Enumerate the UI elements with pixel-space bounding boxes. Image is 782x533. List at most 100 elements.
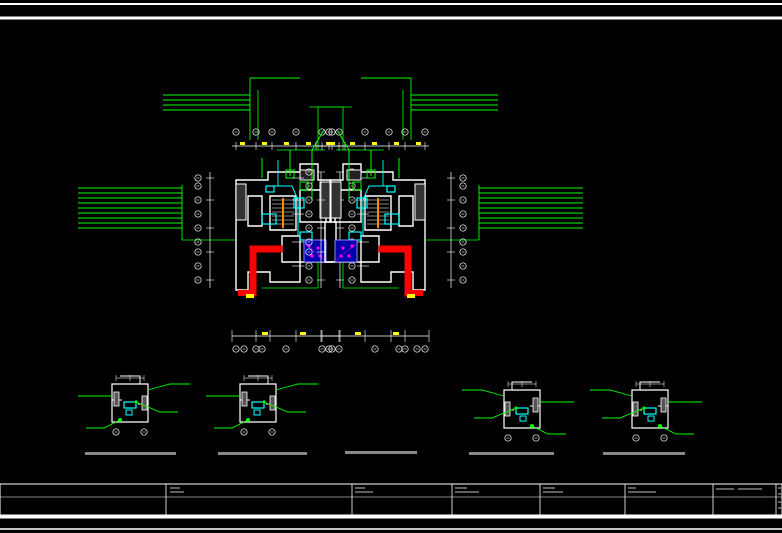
grid-bubble-left — [459, 262, 467, 270]
grid-bubble-top — [232, 128, 240, 136]
bathroom-fixture — [334, 239, 358, 263]
detail-fixture — [643, 407, 657, 415]
grid-bubble-left — [194, 196, 202, 204]
grid-bubble-left — [459, 174, 467, 182]
grid-bubble-right — [305, 168, 313, 176]
grid-bubble-bottom — [325, 345, 333, 353]
grid-bubble-top — [325, 128, 333, 136]
cold-water-fixture — [356, 197, 368, 209]
dimension-label — [330, 142, 335, 145]
detail-fixture — [519, 415, 527, 422]
grid-bubble-bottom — [413, 345, 421, 353]
detail-grid-bubble — [632, 434, 640, 442]
grid-bubble-left — [459, 276, 467, 284]
detail-wall-block — [632, 401, 639, 417]
detail-fixture — [125, 409, 133, 416]
detail-leader — [531, 425, 566, 435]
grid-bubble-right — [305, 224, 313, 232]
dimension-label — [306, 142, 311, 145]
wall-outline — [281, 235, 301, 263]
grid-bubble-right — [305, 238, 313, 246]
wall-block — [299, 169, 315, 181]
grid-bubble-left — [194, 238, 202, 246]
dimension-label — [300, 332, 306, 335]
grid-bubble-top — [401, 128, 409, 136]
grid-bubble-top — [385, 128, 393, 136]
detail-wall — [111, 383, 149, 423]
grid-bubble-top — [252, 128, 260, 136]
detail-leader — [602, 407, 645, 419]
device-point — [310, 254, 314, 258]
cold-water-pipe — [270, 185, 299, 236]
grid-bubble-bottom — [232, 345, 240, 353]
wall-block — [346, 169, 362, 181]
grid-bubble-right — [305, 182, 313, 190]
detail-grid-bubble — [112, 428, 120, 436]
grid-bubble-right — [348, 224, 356, 232]
detail-leader — [590, 389, 633, 397]
cold-water-fixture — [293, 197, 305, 209]
detail-wall-block — [660, 397, 667, 413]
detail-wall-block — [241, 391, 248, 407]
detail-leader — [214, 419, 249, 429]
grid-bubble-bottom — [258, 345, 266, 353]
detail-leader — [135, 401, 178, 413]
detail-wall-block — [141, 395, 148, 411]
detail-leader — [147, 383, 190, 391]
detail-grid-bubble — [504, 434, 512, 442]
dimension-label — [284, 142, 289, 145]
cold-water-pipe — [362, 185, 391, 236]
wall-outline — [269, 195, 297, 231]
detail-wall-block — [504, 401, 511, 417]
grid-bubble-top — [361, 128, 369, 136]
grid-bubble-left — [459, 210, 467, 218]
hot-water-pipe — [238, 290, 256, 296]
device-link — [304, 243, 326, 261]
riser-box — [352, 181, 362, 191]
detail-grid-bubble — [268, 428, 276, 436]
detail-view — [206, 375, 318, 436]
wall-outline — [247, 195, 263, 227]
grid-bubble-bottom — [282, 345, 290, 353]
dimension-label — [350, 142, 355, 145]
device-point — [316, 246, 320, 250]
riser-box — [285, 169, 295, 179]
cold-water-fixture — [384, 213, 400, 225]
detail-fixture — [123, 401, 137, 409]
grid-bubble-left — [194, 248, 202, 256]
detail-views — [78, 375, 702, 442]
plan-right-unit — [277, 77, 583, 353]
dimension-label — [240, 142, 245, 145]
detail-wall-block — [269, 395, 276, 411]
grid-bubble-bottom — [421, 345, 429, 353]
grid-bubble-top — [335, 128, 343, 136]
wall-block — [414, 183, 426, 221]
detail-fixture — [647, 415, 655, 422]
detail-view — [78, 375, 190, 436]
grid-bubble-left — [194, 210, 202, 218]
wall-outline — [398, 195, 414, 227]
grid-bubble-bottom — [395, 345, 403, 353]
grid-bubble-left — [194, 174, 202, 182]
riser-line — [336, 129, 400, 200]
grid-bubble-top — [421, 128, 429, 136]
detail-fixture — [253, 409, 261, 416]
dimension-label — [394, 142, 399, 145]
device-point — [341, 246, 345, 250]
grid-bubble-right — [305, 262, 313, 270]
detail-wall — [631, 389, 669, 429]
grid-bubble-top — [268, 128, 276, 136]
grid-bubble-left — [194, 262, 202, 270]
sheet-frame — [0, 3, 782, 530]
detail-leader — [275, 383, 318, 391]
grid-bubble-right — [348, 276, 356, 284]
grid-bubble-right — [305, 276, 313, 284]
detail-leader — [86, 419, 121, 429]
grid-bubble-left — [459, 238, 467, 246]
grid-bubble-bottom — [335, 345, 343, 353]
dimension-label — [372, 142, 377, 145]
grid-bubble-left — [194, 276, 202, 284]
detail-leader — [462, 389, 505, 397]
wall-block — [235, 183, 247, 221]
stair-rail — [282, 198, 284, 228]
